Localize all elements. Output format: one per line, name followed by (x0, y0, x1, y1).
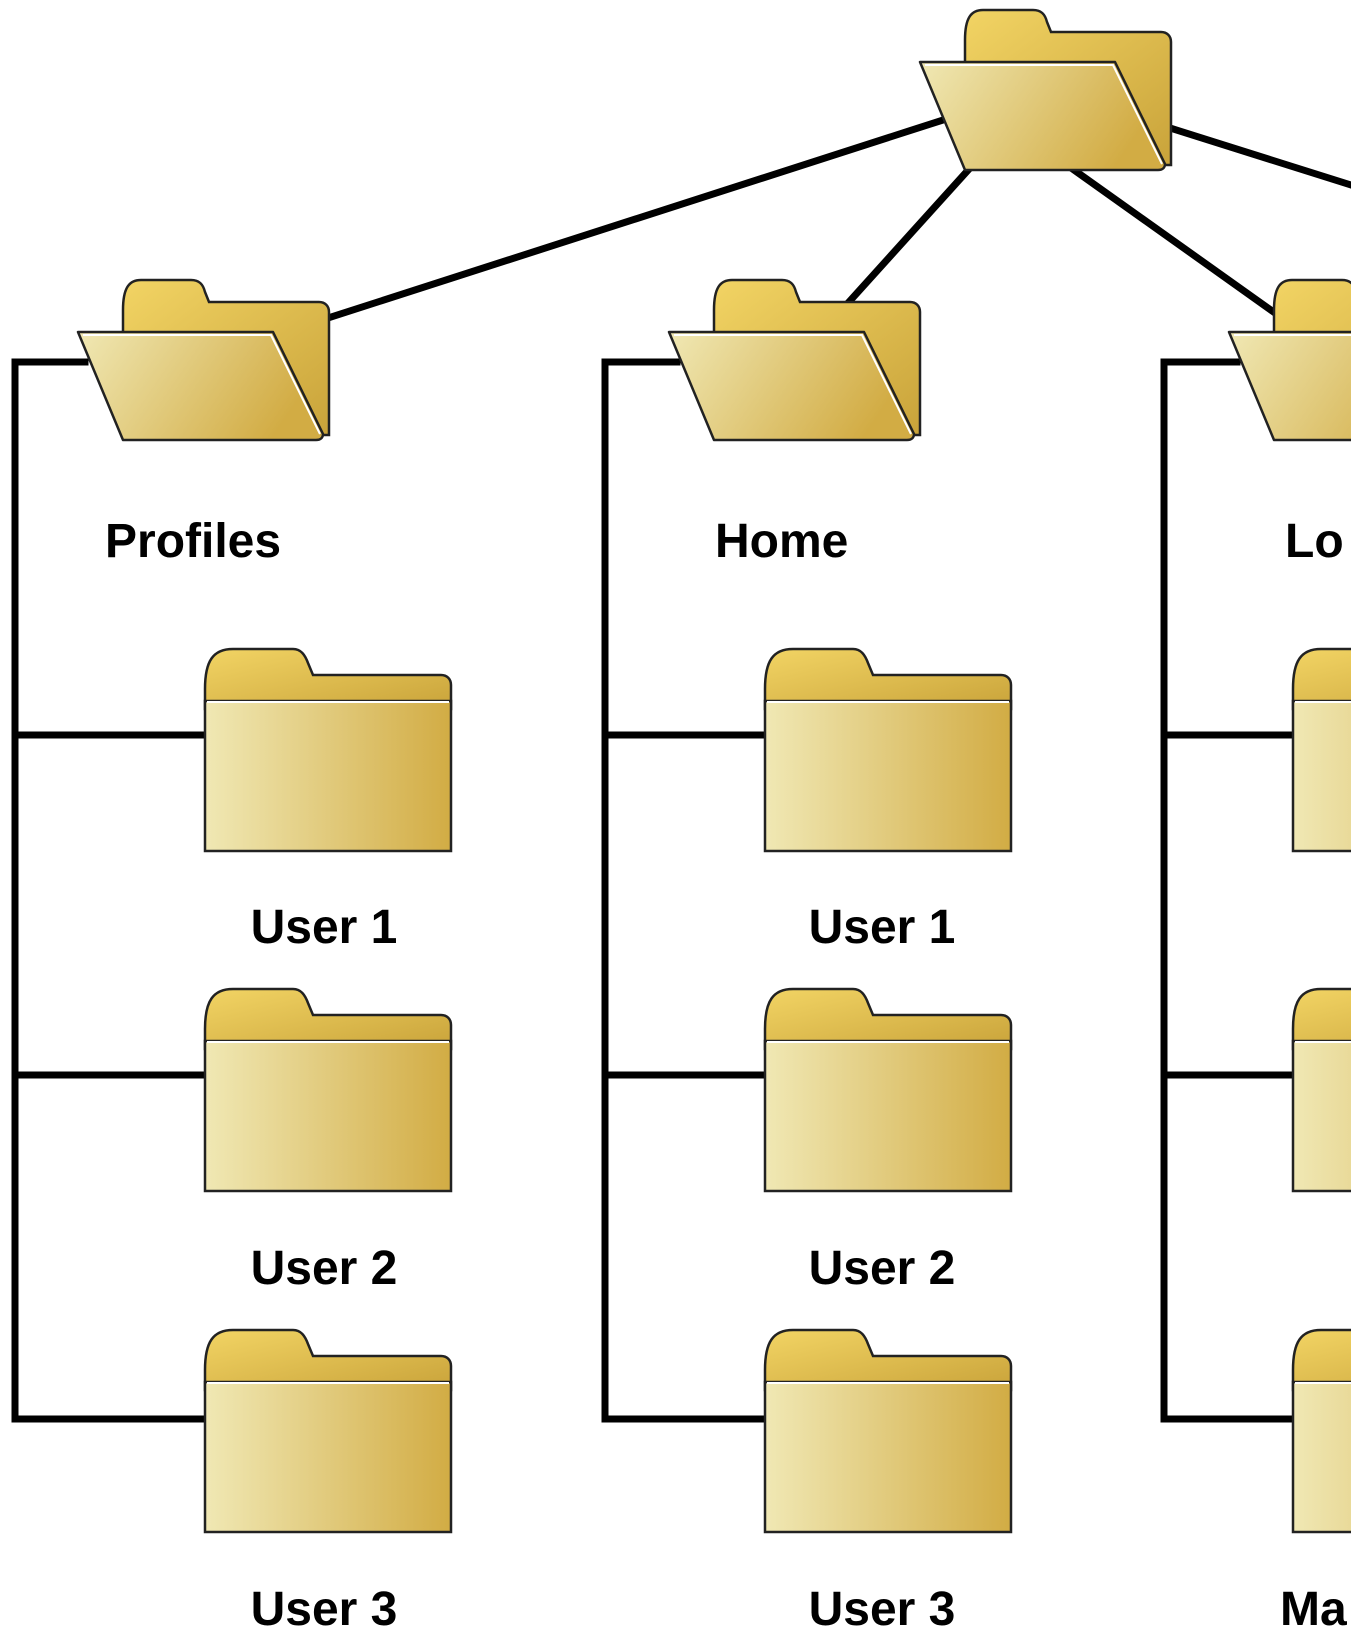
closed-folder-icon (203, 987, 453, 1193)
closed-folder-icon (763, 1328, 1013, 1534)
closed-folder-icon (1291, 647, 1351, 853)
folder-icons (76, 8, 1351, 1534)
closed-folder-icon (1291, 987, 1351, 1193)
profiles-user-1-label: User 1 (251, 901, 398, 954)
connector-root-right (1165, 123, 1351, 189)
closed-folder-icon (203, 647, 453, 853)
connector-root-profiles (323, 115, 948, 323)
open-folder-icon (918, 8, 1173, 172)
branch-label-third: Lo (1285, 515, 1344, 568)
home-user-2-label: User 2 (809, 1242, 956, 1295)
home-user-3-label: User 3 (809, 1583, 956, 1636)
connector-home-spine (601, 358, 769, 1423)
connector-third-spine (1160, 358, 1297, 1423)
open-folder-icon (76, 278, 331, 442)
branch-label-home: Home (715, 515, 848, 568)
third-item-3-label: Ma (1280, 1583, 1347, 1636)
open-folder-icon (667, 278, 922, 442)
open-folder-icon (1227, 278, 1351, 442)
connector-profiles-spine (11, 358, 209, 1423)
connector-lines (11, 115, 1351, 1423)
branch-label-profiles: Profiles (105, 515, 281, 568)
closed-folder-icon (763, 987, 1013, 1193)
closed-folder-icon (763, 647, 1013, 853)
home-user-1-label: User 1 (809, 901, 956, 954)
profiles-user-3-label: User 3 (251, 1583, 398, 1636)
closed-folder-icon (1291, 1328, 1351, 1534)
profiles-user-2-label: User 2 (251, 1242, 398, 1295)
connector-root-home (843, 163, 975, 308)
connector-root-third (1055, 155, 1287, 323)
closed-folder-icon (203, 1328, 453, 1534)
